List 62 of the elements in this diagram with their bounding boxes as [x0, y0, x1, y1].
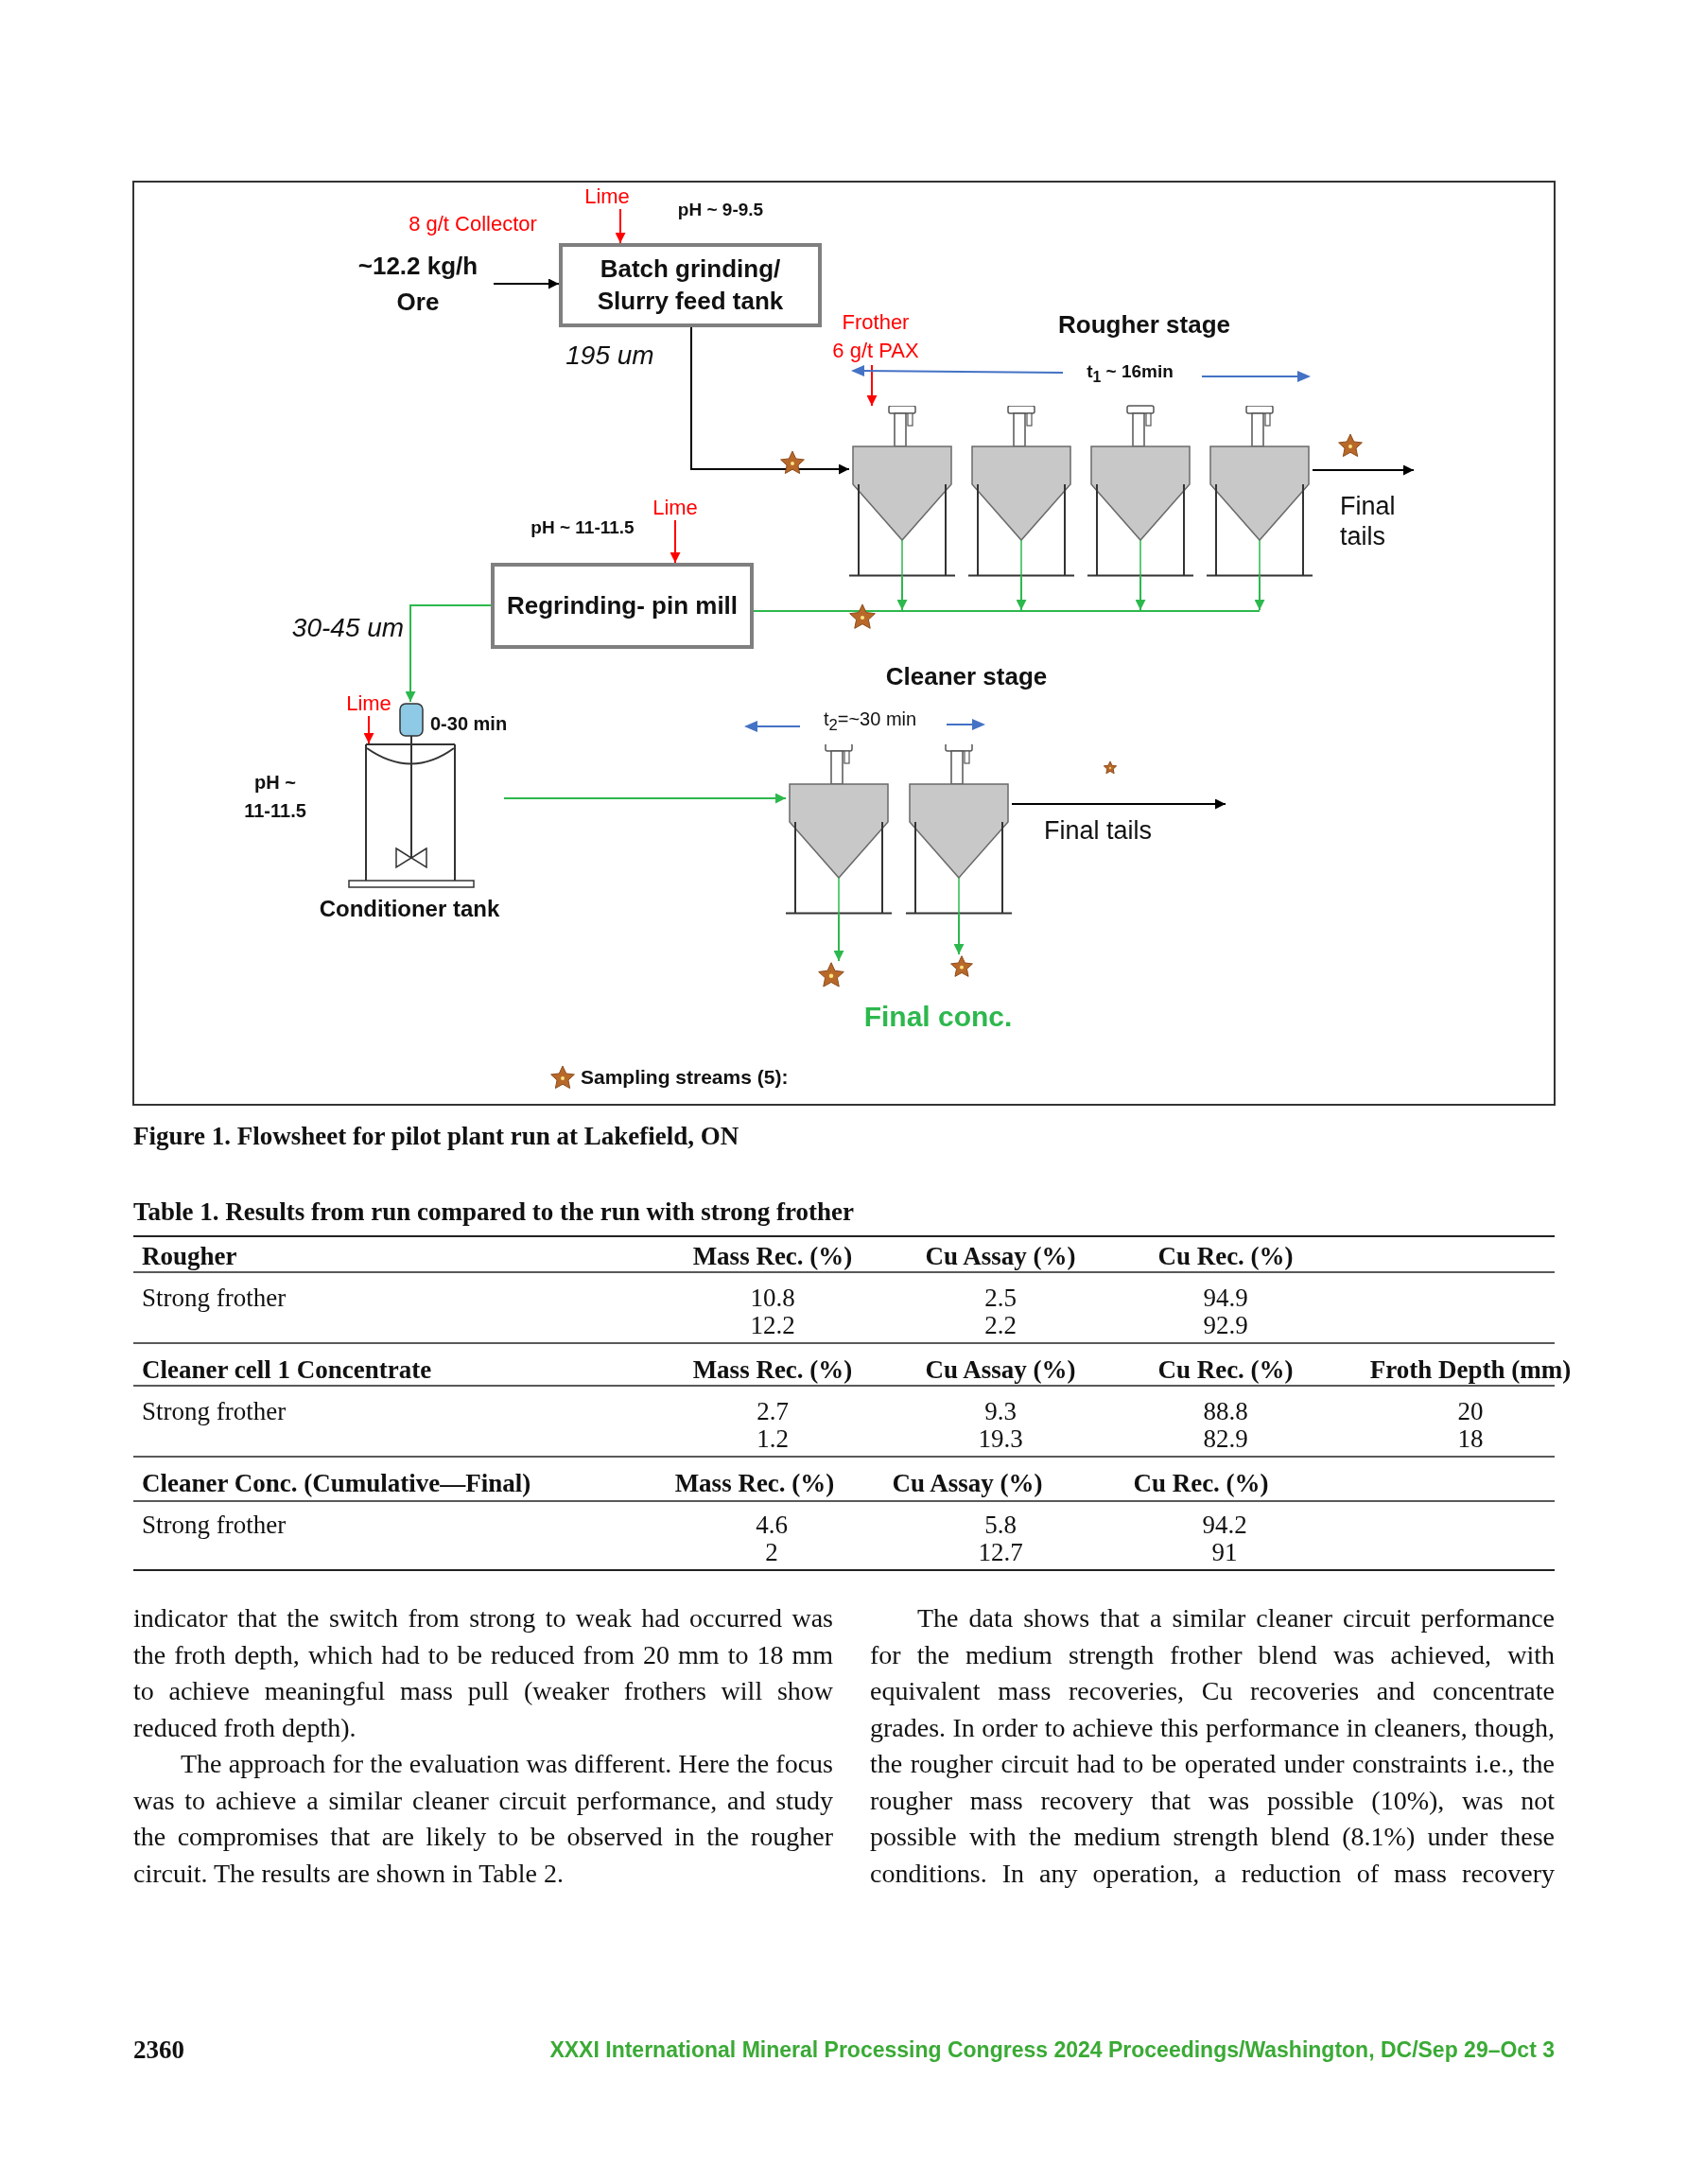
ph-label: pH ~ 9-9.5 — [676, 200, 765, 220]
time-label: t$_{1}$ ~ 16min — [1086, 361, 1174, 386]
column-header: Mass Rec. (%) — [691, 1241, 854, 1272]
body-paragraph: The data shows that a similar cleaner circuit performance for the medium strength frother blend was achieved, with equivalent mass recoveries, Cu recoveries and concentrate grades. In order to achieve this performance in cleaners, though, the rougher circuit had to be operated under constraints i.e., the rougher mass recovery that was possible (10%), was not possible with the medium strength blend (8.1%) under these conditions. In any operation, a reduction of mass recovery — [870, 1602, 1555, 1890]
column-header: Cu Assay (%) — [924, 1241, 1077, 1272]
flow-arrow — [953, 914, 965, 955]
body-paragraph: The approach for the evaluation was different. Here the focus was to achieve a similar cleaner circuit performance, and study the compromises that are likely to be observed in the rougher circuit. The results are shown in Table 2. — [133, 1748, 833, 1890]
flow-arrow — [493, 278, 560, 289]
table-title: Table 1. Results from run compared to the run with strong frother — [133, 1197, 855, 1227]
flow-arrow — [503, 793, 787, 804]
reagent-label: Lime — [342, 690, 395, 716]
section-heading: Cleaner Conc. (Cumulative—Final) — [142, 1468, 532, 1499]
column-header: Mass Rec. (%) — [691, 1354, 854, 1386]
reagent-label: 8 g/t Collector — [408, 212, 538, 236]
product-label: Final conc. — [862, 1001, 1014, 1033]
ph-label: pH ~ 11-11.5 — [530, 517, 635, 538]
flow-arrow — [670, 519, 681, 564]
flow-arrow — [1135, 576, 1146, 611]
reagent-label: Lime — [579, 183, 635, 209]
flow-arrow — [405, 604, 492, 703]
flow-arrow — [896, 576, 908, 611]
page-number: 2360 — [133, 2035, 185, 2065]
flow-arrow — [1254, 576, 1265, 611]
figure-caption: Figure 1. Flowsheet for pilot plant run at Lakefield, ON — [133, 1122, 740, 1151]
flow-arrow — [1312, 464, 1415, 476]
row-label: Strong frother — [142, 1396, 287, 1427]
flow-arrow — [833, 914, 844, 962]
duration-label: 0-30 min — [430, 713, 504, 735]
column-header: Cu Assay (%) — [891, 1468, 1044, 1499]
running-footer: XXXI International Mineral Processing Congress 2024 Proceedings/Washington, DC/Sep 29–Oct 3 — [284, 2037, 1555, 2063]
equipment-label: Conditioner tank — [318, 896, 501, 922]
process-box: Batch grinding/ Slurry feed tank — [559, 243, 822, 327]
process-box: Regrinding- pin mill — [491, 563, 754, 649]
section-heading: Rougher — [142, 1241, 238, 1272]
column-header: Froth Depth (mm) — [1368, 1354, 1573, 1386]
column-header: Cu Rec. (%) — [1157, 1354, 1295, 1386]
time-label: t$_{2}$=~30 min — [822, 708, 918, 735]
section-heading: Cleaner cell 1 Concentrate — [142, 1354, 433, 1386]
row-label: Strong frother — [142, 1510, 287, 1541]
column-header: Mass Rec. (%) — [673, 1468, 836, 1499]
flow-arrow — [866, 364, 878, 407]
stage-title: Rougher stage — [1057, 310, 1231, 340]
ph-label: pH ~ 11-11.5 — [243, 771, 307, 823]
row-label: Strong frother — [142, 1283, 287, 1314]
column-header: Cu Rec. (%) — [1132, 1468, 1270, 1499]
reagent-label: Frother 6 g/t PAX — [819, 308, 932, 365]
column-header: Cu Rec. (%) — [1157, 1241, 1295, 1272]
output-label: Final tails — [1340, 470, 1419, 553]
reagent-label: Lime — [649, 494, 702, 520]
body-paragraph: indicator that the switch from strong to weak had occurred was the froth depth, which had to be reduced from 20 mm to 18 mm to achieve meaningful mass pull (weaker frothers will show reduced froth depth). — [133, 1602, 833, 1744]
size-label: 195 um — [565, 341, 655, 371]
column-header: Cu Assay (%) — [924, 1354, 1077, 1386]
flow-arrow — [1016, 576, 1027, 611]
legend-label: Sampling streams (5): — [581, 1066, 789, 1089]
flow-arrow — [363, 715, 374, 744]
flow-arrow — [690, 326, 850, 475]
flow-arrow — [1011, 798, 1226, 810]
flow-arrow — [615, 208, 626, 244]
size-label: 30-45 um — [290, 613, 406, 643]
output-label: Final tails — [1044, 804, 1229, 849]
stage-title: Cleaner stage — [884, 662, 1049, 691]
feed-label: ~12.2 kg/h Ore — [342, 248, 494, 323]
